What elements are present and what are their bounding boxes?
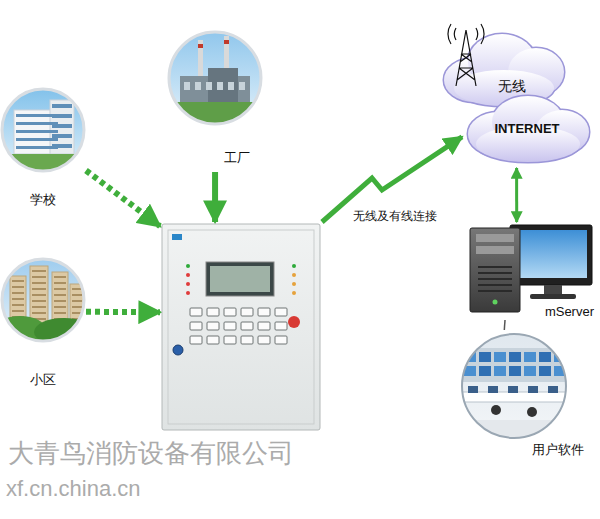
node-label: 无线 (498, 78, 538, 94)
wireless-cloud: 无线 (428, 22, 568, 110)
factory-photo: 工厂 (168, 30, 264, 172)
wireless-cloud (428, 22, 568, 110)
connector (515, 168, 518, 222)
connector (504, 320, 506, 330)
node-label: mServer (536, 304, 594, 320)
node-label: 学校 (0, 192, 86, 208)
internet-cloud: INTERNET (462, 90, 592, 168)
software-photo: 用户软件 (456, 330, 594, 460)
software-photo (456, 330, 594, 460)
connector (86, 170, 160, 226)
estate-photo (0, 256, 86, 392)
school-photo: 学校 (0, 86, 86, 214)
node-label: 小区 (0, 372, 86, 388)
watermark-company: 大青鸟消防设备有限公司 (8, 436, 294, 471)
watermark-url: xf.cn.china.cn (6, 476, 141, 502)
server-computer: mServer (466, 222, 596, 320)
control-cabinet (160, 222, 322, 432)
node-label: INTERNET (462, 121, 592, 137)
node-label: 用户软件 (532, 442, 592, 458)
control-cabinet (160, 222, 322, 432)
estate-photo: 小区 (0, 256, 86, 392)
connector (212, 172, 218, 222)
node-label: 工厂 (224, 150, 264, 166)
connector-label: 无线及有线连接 (352, 208, 438, 225)
connector (86, 309, 160, 316)
